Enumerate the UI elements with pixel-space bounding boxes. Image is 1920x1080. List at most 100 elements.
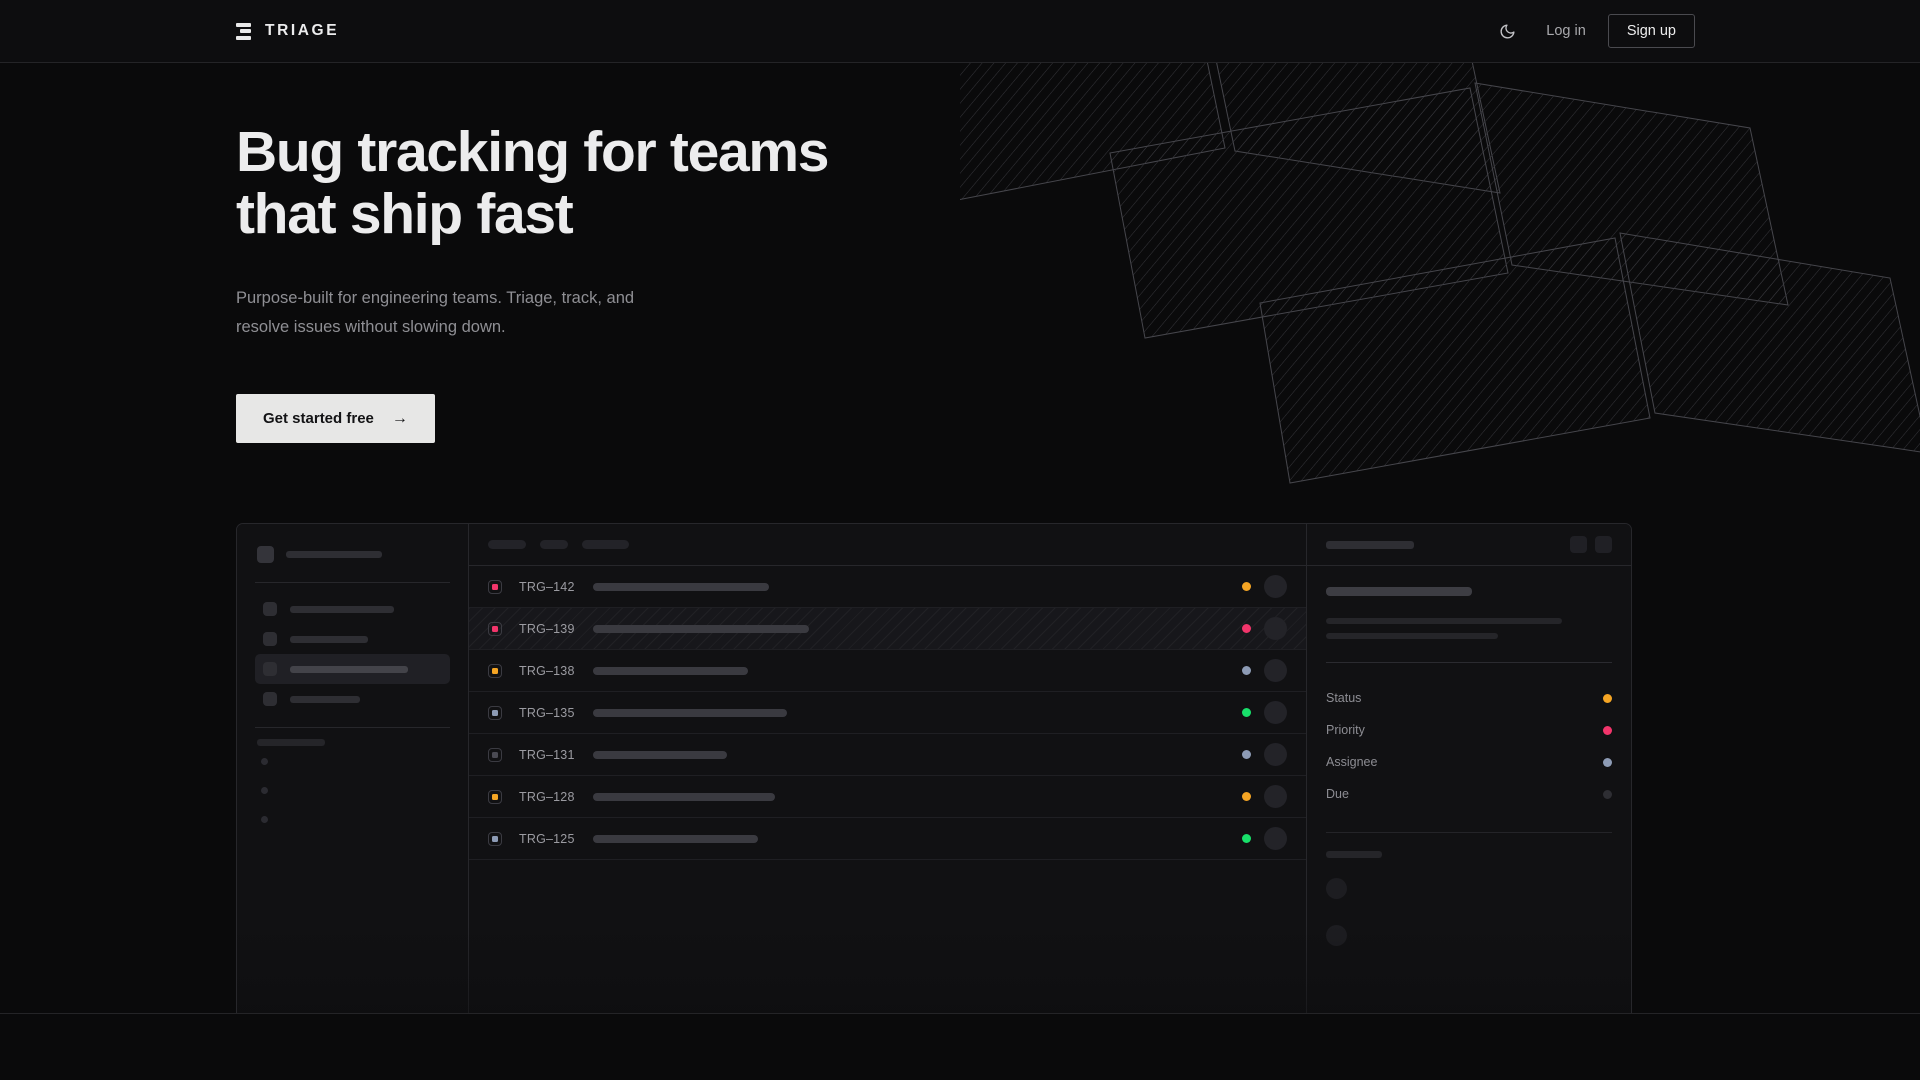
table-row[interactable]: TRG–142	[469, 566, 1306, 608]
meta-label: Status	[1326, 691, 1362, 705]
hero-section: Bug tracking for teams that ship fast Pu…	[0, 63, 1920, 1013]
table-row[interactable]: TRG–131	[469, 734, 1306, 776]
arrow-right-icon: →	[391, 409, 408, 427]
status-badge	[1242, 750, 1251, 759]
issue-title-skeleton	[593, 624, 809, 633]
signup-button[interactable]: Sign up	[1607, 14, 1695, 48]
sidebar-mini-item-3[interactable]	[261, 816, 268, 823]
brand-logo[interactable]: TRIAGE	[236, 22, 339, 40]
avatar[interactable]	[1264, 659, 1287, 682]
get-started-button[interactable]: Get started free →	[236, 394, 435, 443]
issue-title-skeleton	[593, 582, 769, 591]
meta-value-dot	[1603, 757, 1612, 767]
sidebar-nav	[255, 594, 450, 714]
sidebar-item-icon	[263, 602, 277, 616]
status-badge	[1242, 582, 1251, 591]
comment-avatar-2	[1326, 925, 1347, 946]
sidebar-divider-bottom	[255, 727, 450, 728]
square-icon[interactable]	[1595, 536, 1612, 553]
priority-icon	[488, 579, 502, 594]
row-meta	[1242, 785, 1287, 808]
issue-title-skeleton	[593, 666, 748, 675]
sidebar-item-3[interactable]	[255, 654, 450, 684]
table-row[interactable]: TRG–138	[469, 650, 1306, 692]
moon-icon[interactable]	[1490, 14, 1524, 48]
avatar[interactable]	[1264, 575, 1287, 598]
priority-icon	[488, 747, 502, 762]
status-badge	[1242, 834, 1251, 843]
nav-actions: Log in Sign up	[1490, 14, 1695, 48]
meta-value-dot	[1603, 725, 1612, 735]
avatar[interactable]	[1264, 617, 1287, 640]
app-sidebar	[237, 524, 469, 1013]
priority-icon	[488, 663, 502, 678]
row-meta	[1242, 575, 1287, 598]
sidebar-item-icon	[263, 662, 277, 676]
sidebar-item-4[interactable]	[255, 684, 450, 714]
table-row[interactable]: TRG–125	[469, 818, 1306, 860]
filter-chip-2[interactable]	[540, 540, 568, 549]
row-meta	[1242, 743, 1287, 766]
detail-comment-list	[1326, 878, 1612, 946]
page-bottom-divider	[0, 1013, 1920, 1014]
sidebar-section-label	[257, 739, 448, 746]
meta-row-due[interactable]: Due	[1326, 778, 1612, 810]
table-row[interactable]: TRG–135	[469, 692, 1306, 734]
sidebar-mini-list	[255, 758, 450, 823]
table-row[interactable]: TRG–139	[469, 608, 1306, 650]
filter-chip-3[interactable]	[582, 540, 629, 549]
sidebar-item-label-skeleton	[290, 665, 408, 673]
sidebar-item-label-skeleton	[290, 635, 368, 643]
avatar[interactable]	[1264, 827, 1287, 850]
status-badge	[1242, 708, 1251, 717]
issue-id: TRG–125	[519, 831, 575, 846]
avatar[interactable]	[1264, 743, 1287, 766]
workspace-switcher[interactable]	[255, 540, 450, 569]
hero-subtitle: Purpose-built for engineering teams. Tri…	[236, 289, 635, 336]
sidebar-divider-top	[255, 582, 450, 583]
meta-label: Due	[1326, 787, 1349, 801]
detail-divider-2	[1326, 832, 1612, 833]
status-badge	[1242, 666, 1251, 675]
meta-row-priority[interactable]: Priority	[1326, 714, 1612, 746]
brand-name: TRIAGE	[265, 22, 340, 39]
detail-header-skeleton	[1326, 540, 1414, 549]
detail-panel-header	[1307, 524, 1631, 566]
filter-chip-1[interactable]	[488, 540, 526, 549]
sidebar-item-1[interactable]	[255, 594, 450, 624]
avatar[interactable]	[1264, 701, 1287, 724]
list-toolbar	[469, 524, 1306, 566]
row-meta	[1242, 617, 1287, 640]
sidebar-mini-item-2[interactable]	[261, 787, 268, 794]
issue-id: TRG–128	[519, 789, 575, 804]
avatar[interactable]	[1264, 785, 1287, 808]
issue-id: TRG–131	[519, 747, 575, 762]
detail-title-skeleton	[1326, 587, 1472, 596]
priority-icon	[488, 705, 502, 720]
detail-description-skeleton	[1326, 618, 1612, 639]
issue-title-skeleton	[593, 792, 775, 801]
sidebar-mini-item-1[interactable]	[261, 758, 268, 765]
sidebar-item-2[interactable]	[255, 624, 450, 654]
top-navigation-bar: TRIAGE Log in Sign up	[0, 0, 1920, 63]
detail-line-1	[1326, 618, 1562, 624]
meta-row-assignee[interactable]: Assignee	[1326, 746, 1612, 778]
priority-icon	[488, 621, 502, 636]
login-link[interactable]: Log in	[1546, 23, 1586, 39]
row-meta	[1242, 701, 1287, 724]
issue-title-skeleton	[593, 834, 758, 843]
workspace-name-skeleton	[286, 551, 382, 558]
sidebar-item-label-skeleton	[290, 695, 360, 703]
table-row[interactable]: TRG–128	[469, 776, 1306, 818]
detail-line-2	[1326, 633, 1498, 639]
meta-value-dot	[1603, 789, 1612, 799]
issue-title-skeleton	[593, 750, 727, 759]
meta-value-dot	[1603, 693, 1612, 703]
square-icon[interactable]	[1570, 536, 1587, 553]
meta-row-status[interactable]: Status	[1326, 682, 1612, 714]
page-title: Bug tracking for teams that ship fast	[236, 120, 830, 247]
